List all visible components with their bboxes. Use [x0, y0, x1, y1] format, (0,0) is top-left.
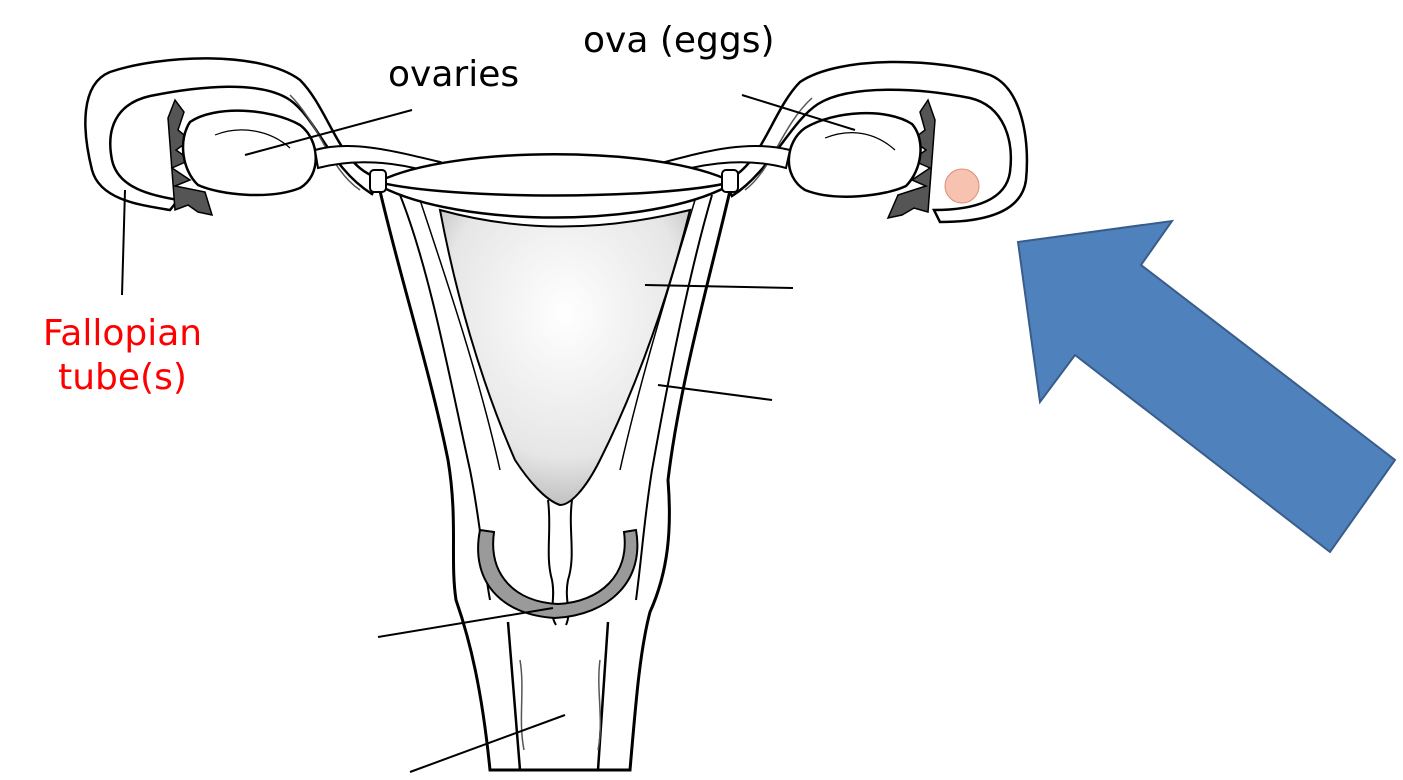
- label-ova-eggs: ova (eggs): [583, 20, 775, 62]
- leader-fallopian: [122, 190, 125, 295]
- label-fallopian-line1: Fallopian: [20, 312, 225, 356]
- label-fallopian-line2: tube(s): [20, 356, 225, 400]
- label-fallopian-tubes: Fallopian tube(s): [20, 312, 225, 400]
- right-ovary: [789, 113, 921, 197]
- label-ovaries: ovaries: [388, 54, 519, 96]
- ovum-dot: [945, 169, 979, 203]
- pointer-arrow-icon: [1018, 221, 1395, 552]
